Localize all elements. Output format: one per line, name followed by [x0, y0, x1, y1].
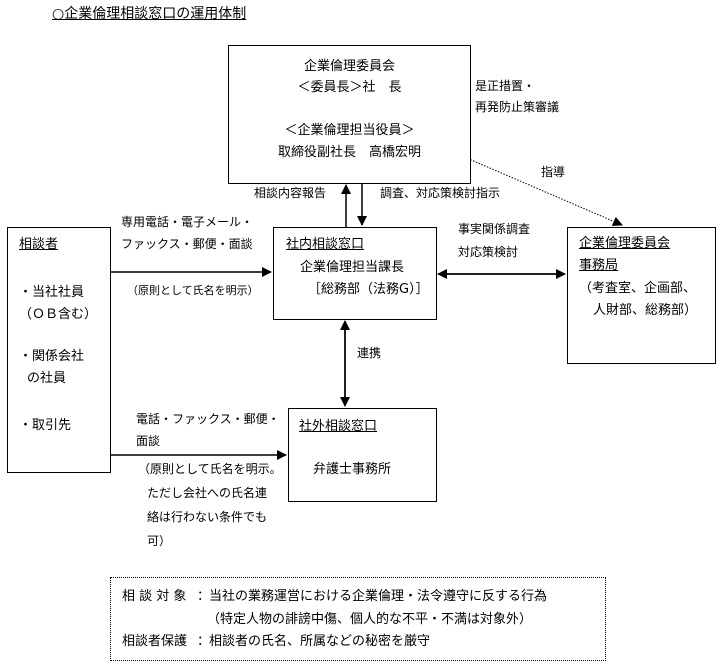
protection-colon: ： [197, 634, 211, 649]
committee-officer-name: 取締役副社長 高橋宏明 [277, 145, 421, 160]
ethics-committee-box: 企業倫理委員会 ＜委員長＞社 長 ＜企業倫理担当役員＞ 取締役副社長 高橋宏明 [228, 45, 471, 184]
secretariat-heading-2: 事務局 [579, 258, 619, 273]
internal-desk-dept: ［総務部（法務G）］ [308, 282, 429, 297]
scope-note-box: 相 談 対 象 ： 当社の業務運営における企業倫理・法令遵守に反する行為 （特定… [110, 577, 606, 661]
internal-desk-heading: 社内相談窓口 [286, 237, 365, 252]
consultant-item: ・取引先 [19, 418, 72, 433]
committee-name: 企業倫理委員会 [303, 59, 395, 74]
secretariat-box: 企業倫理委員会 事務局 （考査室、企画部、 人財部、総務部） [567, 227, 716, 364]
external-channel-note: 可） [147, 534, 172, 548]
external-desk-heading: 社外相談窓口 [299, 419, 378, 434]
consultant-item: （ＯＢ含む） [19, 307, 98, 322]
fact-finding-label: 事実関係調査 [458, 222, 531, 236]
scope-text: 当社の業務運営における企業倫理・法令遵守に反する行為 [209, 589, 548, 604]
cooperation-label: 連携 [357, 346, 382, 360]
guidance-label: 指導 [541, 165, 566, 179]
prevention-label: 再発防止策審議 [475, 100, 560, 114]
external-channel-note: （原則として氏名を明示。 [138, 462, 282, 476]
external-channel-note: 絡は行わない条件でも [147, 510, 268, 524]
secretariat-heading: 企業倫理委員会 [579, 236, 671, 251]
secretariat-members-2: 人財部、総務部） [593, 303, 698, 318]
committee-chair: ＜委員長＞社 長 [297, 80, 402, 95]
external-desk-firm: 弁護士事務所 [313, 462, 392, 477]
consultant-heading: 相談者 [19, 237, 59, 252]
external-channel-methods-2: 面談 [136, 434, 161, 448]
external-desk-box: 社外相談窓口 弁護士事務所 [288, 408, 437, 502]
external-channel-methods: 電話・ファックス・郵便・ [136, 412, 280, 426]
protection-label: 相談者保護 [122, 634, 188, 649]
scope-label: 相 談 対 象 [122, 589, 187, 604]
internal-desk-box: 社内相談窓口 企業倫理担当課長 ［総務部（法務G）］ [273, 227, 437, 320]
internal-desk-officer: 企業倫理担当課長 [300, 260, 405, 275]
external-channel-note: ただし会社への氏名連 [147, 486, 268, 500]
internal-channel-methods-2: ファックス・郵便・面談 [121, 237, 253, 251]
committee-officer-title: ＜企業倫理担当役員＞ [284, 123, 415, 138]
internal-channel-methods: 専用電話・電子メール・ [121, 215, 254, 229]
scope-colon: ： [197, 589, 211, 604]
page-title: ○企業倫理相談窓口の運用体制 [52, 6, 247, 22]
consultant-item: ・当社社員 [19, 285, 85, 300]
countermeasure-label: 対応策検討 [458, 245, 519, 259]
consultant-item: ・関係会社 [19, 349, 85, 364]
report-label: 相談内容報告 [254, 186, 327, 200]
consultant-box: 相談者 ・当社社員 （ＯＢ含む） ・関係会社 の社員 ・取引先 [7, 227, 111, 473]
secretariat-members: （考査室、企画部、 [579, 281, 697, 296]
instruction-label: 調査、対応策検討指示 [380, 186, 501, 200]
scope-exclusion: （特定人物の誹謗中傷、個人的な不平・不満は対象外） [207, 612, 533, 627]
consultant-item: の社員 [27, 371, 67, 386]
internal-channel-note: （原則として氏名を明示） [127, 284, 259, 297]
corrective-measures-label: 是正措置・ [475, 79, 536, 93]
protection-text: 相談者の氏名、所属などの秘密を厳守 [209, 634, 431, 649]
